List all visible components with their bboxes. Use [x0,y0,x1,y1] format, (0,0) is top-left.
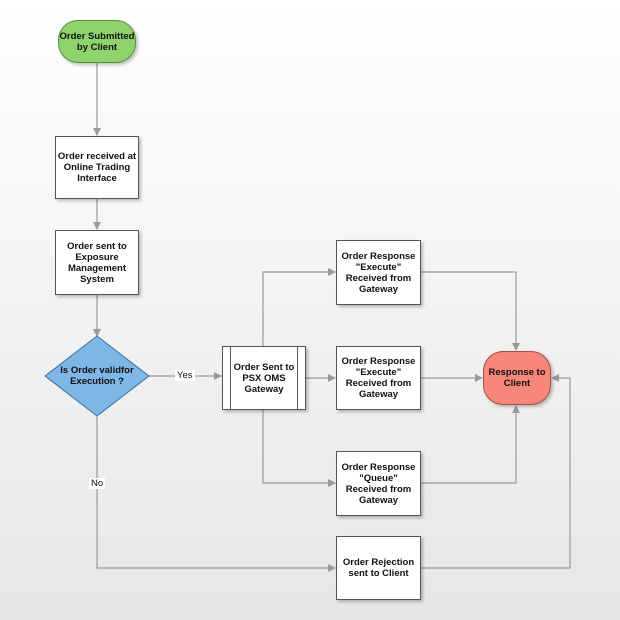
order-rejection-node: Order Rejection sent to Client [336,536,421,600]
response-queue-node: Order Response "Queue" Received from Gat… [336,451,421,516]
decision-diamond [44,335,150,417]
order-received-node: Order received at Online Trading Interfa… [55,136,139,199]
edge-execute-1-to-response [421,271,520,351]
response-to-client-node: Response to Client [483,351,551,405]
edge-decision-no [96,416,336,572]
is-order-valid-label: Is Order validfor Execution ? [60,365,134,387]
edge-queue-to-response [421,405,520,484]
order-sent-psx-node: Order Sent to PSX OMS Gateway [222,346,306,410]
no-label: No [89,478,106,489]
edge-rejection-to-response [421,374,571,569]
yes-label: Yes [175,370,195,381]
response-execute-node-2: Order Response "Execute" Received from G… [336,346,421,410]
order-submitted-node: Order Submitted by Client [58,20,136,63]
response-execute-node-1: Order Response "Execute" Received from G… [336,240,421,305]
edge-psx-to-queue [262,410,336,487]
edge-psx-to-execute-1 [262,268,336,346]
order-sent-ems-node: Order sent to Exposure Management System [55,230,139,295]
